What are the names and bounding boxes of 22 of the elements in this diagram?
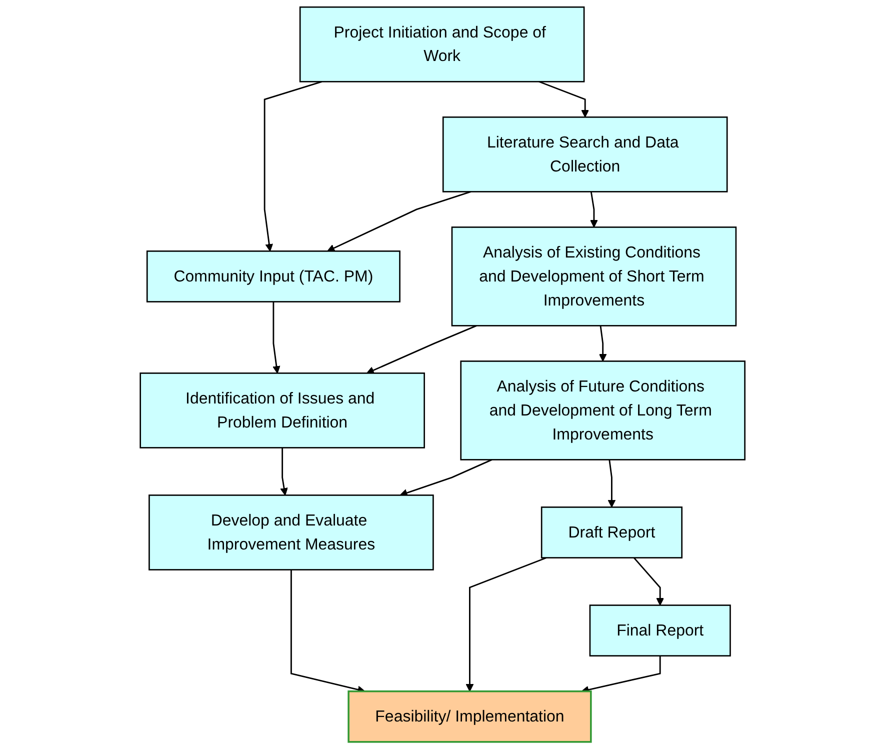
arrow: [590, 192, 598, 228]
node-box: Literature Search and Data Collection: [442, 116, 728, 192]
arrow: [598, 326, 607, 362]
node-box: Final Report: [589, 604, 731, 656]
arrow: [264, 80, 322, 252]
arrow: [538, 80, 589, 118]
arrow: [633, 557, 664, 606]
arrow: [327, 191, 471, 252]
arrow: [400, 459, 492, 497]
node-box: Feasibility/ Implementation: [348, 690, 592, 743]
node-box: Draft Report: [540, 506, 682, 558]
node-box: Project Initiation and Scope of Work: [299, 6, 585, 82]
node-box: Analysis of Future Conditions and Development of Long Term Improvements: [460, 360, 746, 460]
arrow: [608, 460, 616, 508]
arrow: [366, 325, 477, 374]
node-box: Analysis of Existing Conditions and Development of Short Term Improvements: [451, 226, 737, 326]
arrow: [280, 448, 288, 496]
arrow: [272, 302, 280, 374]
node-box: Identification of Issues and Problem Definition: [140, 372, 425, 448]
node-box: Develop and Evaluate Improvement Measures: [148, 494, 434, 570]
arrow: [466, 557, 547, 692]
node-box: Community Input (TAC. PM): [146, 250, 400, 302]
